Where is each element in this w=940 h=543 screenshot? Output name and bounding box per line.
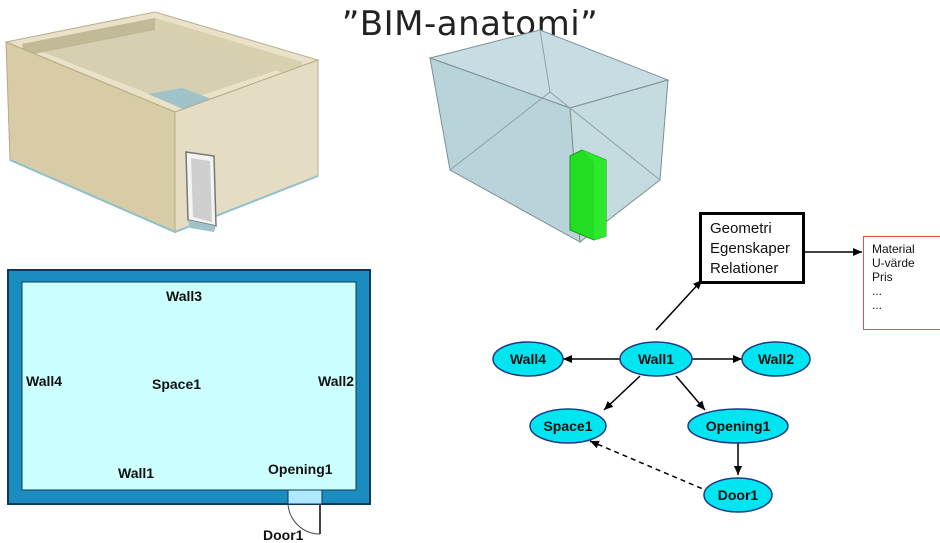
plan-label-wall3: Wall3 [166,288,203,304]
property-relationer: Relationer [710,260,779,277]
properties-to-attributes-arrow [802,248,862,256]
node-space1: Space1 [529,408,607,444]
space-volume-3d [428,29,670,243]
plan-space [21,281,357,491]
node-wall4-label: Wall4 [510,351,546,367]
properties-box: Geometri Egenskaper Relationer [699,212,805,284]
property-egenskaper: Egenskaper [710,240,791,257]
node-space1-label: Space1 [543,418,592,434]
node-door1-label: Door1 [718,487,759,503]
room-3d-model [4,11,320,234]
room-inner-wall-left [22,18,155,56]
relation-graph: Wall1 Wall4 Wall2 Space1 Opening1 Door1 [492,279,811,513]
node-wall4: Wall4 [492,341,564,377]
volume-hidden-edge-2 [549,91,661,181]
room-door-panel [191,158,212,222]
room-base-edge [9,159,319,234]
room-inner-wall-right [155,18,302,78]
node-opening1-label: Opening1 [706,418,771,434]
attribute-u-varde: U-värde [872,256,915,270]
node-opening1: Opening1 [687,408,789,444]
node-door1: Door1 [703,477,773,513]
volume-door-face [582,150,606,240]
node-wall1-label: Wall1 [638,351,674,367]
attribute-ellipsis-2: ... [872,298,883,312]
plan-label-door1: Door1 [263,527,304,543]
plan-opening [287,489,323,505]
node-wall2-label: Wall2 [758,351,794,367]
edge-wall1-space1 [603,375,641,411]
plan-label-opening1: Opening1 [268,461,333,477]
floor-plan [7,269,371,535]
plan-door-swing [287,503,321,535]
plan-label-space1: Space1 [152,376,202,392]
plan-label-wall4: Wall4 [26,373,63,389]
attribute-pris: Pris [872,270,893,284]
attribute-material: Material [872,242,915,256]
edge-door1-space1 [589,440,711,493]
plan-label-wall1: Wall1 [118,465,155,481]
node-wall2: Wall2 [741,341,811,377]
attributes-box: Material U-värde Pris ... ... [863,236,940,330]
plan-label-wall2: Wall2 [318,373,355,389]
room-door-threshold [188,220,216,232]
property-geometri: Geometri [710,220,772,237]
edge-wall1-properties [655,279,703,331]
attribute-ellipsis-1: ... [872,284,883,298]
edge-wall1-opening1 [675,375,706,411]
node-wall1: Wall1 [619,341,693,377]
